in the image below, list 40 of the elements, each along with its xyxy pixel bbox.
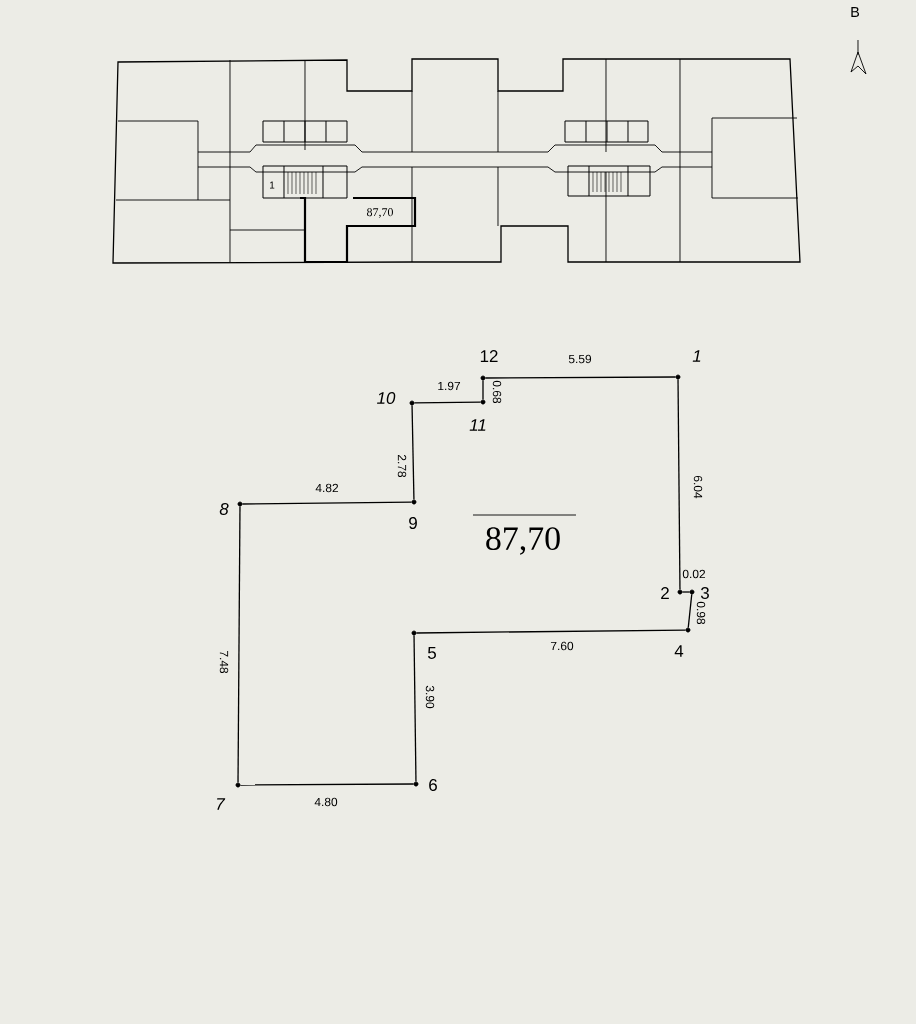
boundary-line [237, 505, 241, 784]
vertex-number: 2 [661, 587, 669, 599]
edge-label: 3.90 [425, 685, 435, 709]
boundary-line [687, 593, 693, 629]
edge-label: 2.78 [397, 454, 407, 478]
boundary-line [411, 404, 415, 501]
boundary-line [482, 379, 484, 401]
boundary-line [677, 378, 681, 591]
vertex-number: 12 [480, 350, 498, 362]
edge-label: 4.80 [314, 797, 338, 807]
edge-label: 4.82 [315, 483, 339, 493]
vertex-number: 1 [692, 350, 701, 362]
vertex-number: 9 [409, 517, 417, 529]
boundary-line [415, 629, 687, 634]
vertex-number: 6 [429, 779, 437, 791]
boundary-line [239, 783, 415, 786]
vertex-number: 5 [427, 647, 436, 659]
edge-label: 6.04 [693, 476, 703, 499]
north-letter: B [851, 7, 859, 17]
vertex-number: 8 [219, 503, 229, 515]
edge-label: 1.97 [438, 381, 461, 391]
edge-label: 7.48 [219, 651, 229, 674]
vertex-number: 11 [469, 419, 486, 431]
vertex-number: 3 [700, 587, 709, 599]
edge-label: 0.98 [696, 601, 706, 625]
area-label: 87,70 [486, 527, 560, 555]
vertex-number: 4 [674, 645, 684, 657]
edge-label: 7.60 [550, 641, 574, 651]
vertex-number: 7 [217, 798, 226, 810]
boundary-line [241, 501, 413, 505]
boundary-line [413, 634, 417, 783]
unit-number: 1 [270, 181, 275, 189]
edge-label: 0.02 [682, 569, 706, 579]
edge-label: 5.59 [568, 354, 592, 364]
vertex-number: 10 [377, 392, 396, 404]
boundary-line [484, 376, 677, 379]
boundary-line [681, 591, 691, 593]
boundary-line [413, 401, 482, 404]
area-label: 87,70 [367, 208, 393, 218]
edge-label: 0.68 [492, 380, 502, 404]
